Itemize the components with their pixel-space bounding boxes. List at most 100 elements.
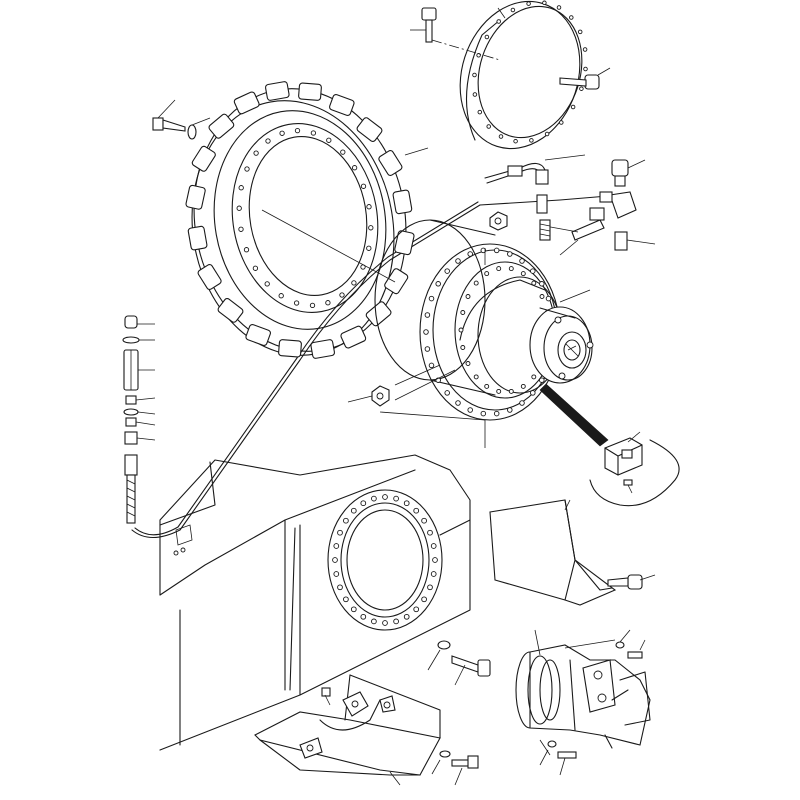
bolt-hole	[351, 165, 358, 171]
bolt-hole	[236, 205, 242, 211]
bolt-hole	[493, 247, 500, 254]
bolt-hole	[294, 127, 301, 134]
bolt-hole	[496, 19, 501, 24]
track-frame	[159, 454, 471, 751]
bolt-hole	[243, 247, 250, 253]
bolt-hole	[569, 15, 574, 20]
bolt-hole	[510, 7, 516, 13]
bolt-hole	[582, 47, 588, 52]
bolt-hole	[427, 584, 433, 591]
sprocket-tooth	[378, 150, 403, 176]
bolt-hole	[467, 251, 473, 257]
detail-block	[589, 431, 680, 507]
bolt-hole	[371, 495, 377, 502]
bolt-hole	[393, 495, 399, 502]
bolt-hole	[484, 34, 490, 40]
bolt-hole	[539, 294, 545, 299]
bolt-hole	[428, 362, 435, 369]
bolt-hole	[480, 410, 487, 417]
sprocket-tooth	[329, 94, 355, 116]
bolt-hole	[579, 86, 584, 91]
bolt-hole	[444, 268, 450, 274]
sprocket-tooth	[197, 264, 222, 290]
bolt-hole	[333, 571, 340, 577]
bolt-hole	[403, 613, 410, 620]
sprocket-tooth	[340, 325, 367, 349]
bolt-hole	[351, 280, 357, 286]
bolt-hole	[473, 280, 479, 286]
sprocket-tooth	[384, 268, 409, 295]
frame-bolt	[427, 640, 491, 686]
bolt-hole	[279, 130, 285, 136]
bolt-hole	[244, 166, 250, 172]
bolt-hole	[350, 507, 357, 514]
travel-motor	[515, 629, 651, 776]
bolt-hole	[339, 292, 345, 298]
bolt-hole	[520, 271, 526, 277]
bolt-hole	[513, 138, 518, 144]
bolt-hole	[530, 268, 536, 274]
bolt-hole	[326, 137, 332, 143]
bolt-hole	[458, 327, 464, 333]
bolt-hole	[467, 407, 473, 413]
bolt-hole	[340, 149, 346, 155]
bolt-hole	[484, 383, 490, 389]
bolt-hole	[368, 225, 374, 231]
bolt-hole	[493, 410, 500, 417]
bolt-hole	[465, 361, 471, 366]
bolt-hole	[310, 130, 317, 136]
sprocket-tooth	[356, 117, 383, 142]
bolt-hole	[508, 388, 514, 394]
bolt-hole	[428, 295, 435, 302]
bolt-hole	[444, 390, 450, 396]
bolt-hole	[556, 5, 562, 10]
bolt-hole	[432, 557, 438, 563]
bolt-hole	[531, 280, 537, 286]
bolt-hole	[382, 494, 388, 500]
sprocket-tooth	[233, 91, 260, 115]
sprocket-tooth	[185, 184, 206, 210]
bolt-hole	[360, 613, 367, 620]
bolt-hole	[526, 1, 531, 6]
bolt-hole	[465, 294, 471, 299]
sprocket-tooth	[187, 225, 208, 251]
bolt-hole	[539, 377, 545, 383]
bolt-hole	[238, 226, 244, 232]
sprocket-tooth	[191, 145, 216, 172]
bolt-hole	[337, 584, 343, 591]
bolt-hole	[430, 571, 437, 577]
bolt-hole	[577, 29, 583, 35]
bolt-hole	[460, 345, 466, 350]
bolt-hole	[539, 281, 545, 287]
bolt-hole	[371, 618, 377, 625]
sprocket-tooth	[208, 113, 235, 139]
sprocket-tooth	[392, 189, 413, 215]
bolt-hole	[583, 66, 588, 72]
bolt-hole	[343, 517, 349, 524]
bolt-hole	[486, 124, 491, 129]
bolt-hole	[435, 281, 441, 287]
bolt-hole	[476, 53, 481, 58]
bolt-hole	[238, 185, 244, 191]
bolt-hole	[496, 388, 502, 394]
bolt-hole	[413, 606, 420, 613]
bolt-hole	[309, 302, 316, 309]
bolt-hole	[366, 245, 372, 251]
bolt-hole	[413, 507, 420, 514]
bolt-hole	[477, 109, 483, 115]
bolt-hole	[253, 150, 259, 156]
bolt-hole	[472, 72, 477, 78]
bolt-hole	[498, 134, 504, 139]
bolt-hole	[430, 543, 437, 549]
bolt-hole	[427, 529, 433, 536]
bolt-hole	[421, 596, 427, 603]
bolt-hole	[350, 606, 357, 613]
grease-fitting-stack	[122, 315, 156, 524]
bolt-hole	[472, 92, 478, 97]
bolt-hole	[544, 131, 550, 137]
bolt-hole	[508, 266, 514, 272]
bolt-hole	[507, 251, 513, 257]
bolt-hole	[473, 374, 479, 380]
bolt-hole	[424, 312, 431, 318]
bolt-hole	[529, 138, 534, 143]
